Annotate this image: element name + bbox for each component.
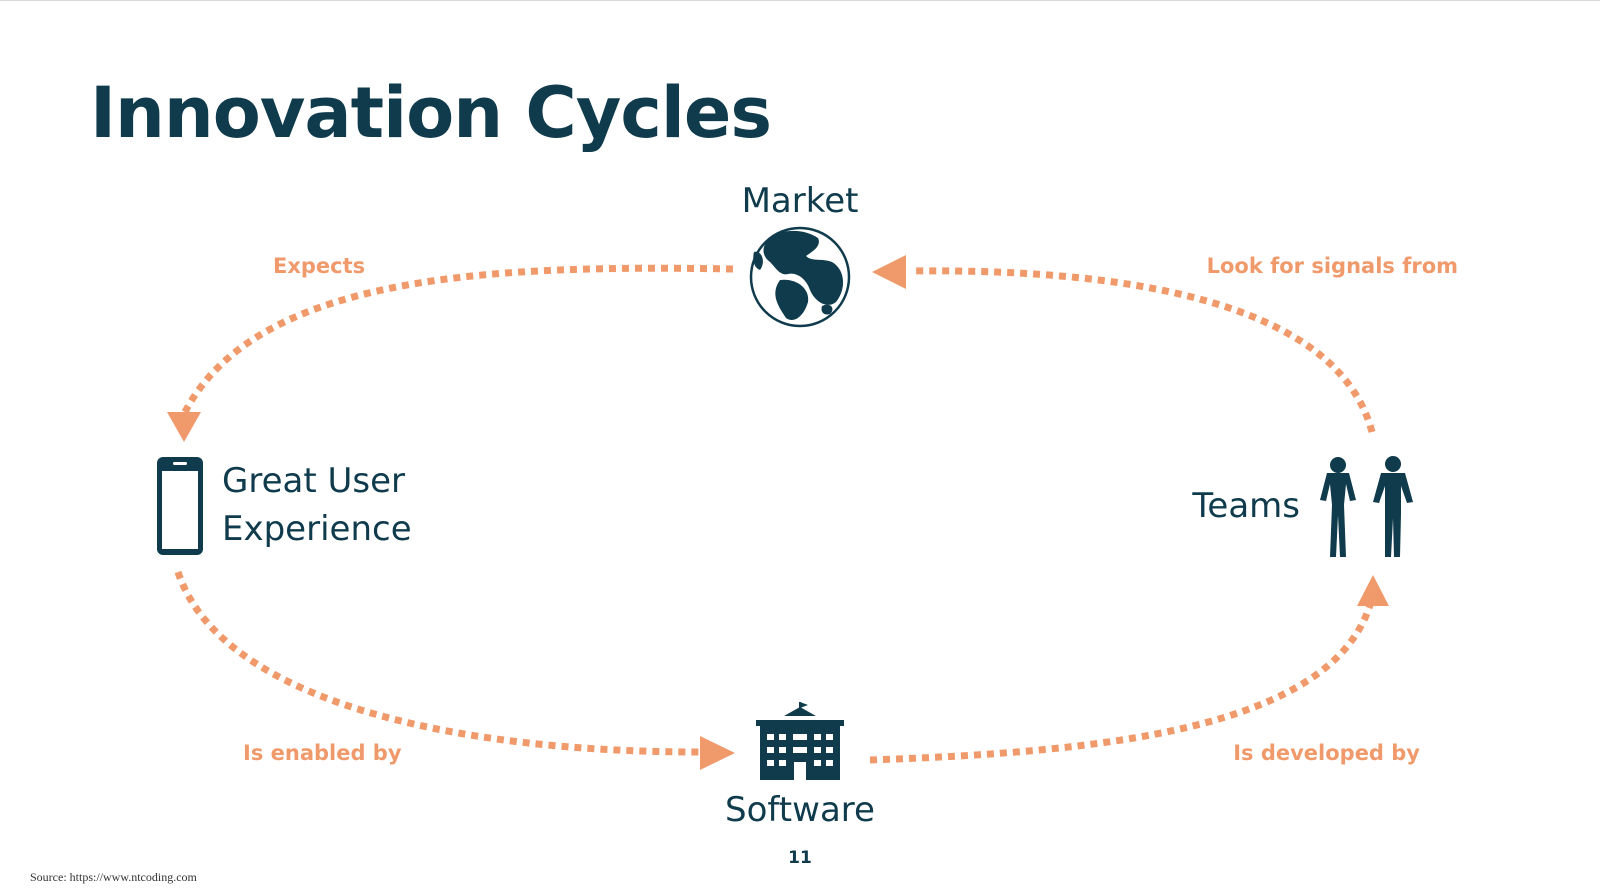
slide-title: Innovation Cycles	[90, 72, 772, 154]
globe-icon	[749, 226, 851, 328]
slide-number: 11	[788, 848, 812, 868]
arrow-software-to-teams	[869, 603, 1374, 764]
arrowhead-teams-to-market	[872, 255, 906, 289]
arrowhead-software-to-teams	[1357, 575, 1389, 606]
people-icon	[1320, 456, 1413, 557]
top-border	[0, 0, 1600, 1]
ux-label: Great User Experience	[222, 458, 412, 553]
look-for-signals-label: Look for signals from	[1206, 254, 1458, 278]
arrowhead-market-to-ux	[167, 412, 201, 442]
arrow-market-to-ux	[181, 264, 734, 414]
source-citation: Source: https://www.ntcoding.com	[30, 870, 197, 884]
is-developed-by-label: Is developed by	[1233, 741, 1420, 765]
arrowhead-ux-to-software	[700, 736, 735, 770]
teams-label: Teams	[1192, 486, 1300, 526]
arrow-ux-to-software	[174, 570, 701, 756]
arrow-teams-to-market	[909, 267, 1376, 433]
ux-label-line2: Experience	[222, 508, 412, 549]
smartphone-icon	[157, 457, 203, 555]
market-label: Market	[741, 181, 859, 221]
ux-label-line1: Great User	[222, 461, 405, 501]
expects-label: Expects	[273, 254, 366, 278]
building-icon	[756, 702, 844, 780]
is-enabled-by-label: Is enabled by	[243, 741, 402, 765]
software-label: Software	[725, 790, 875, 830]
